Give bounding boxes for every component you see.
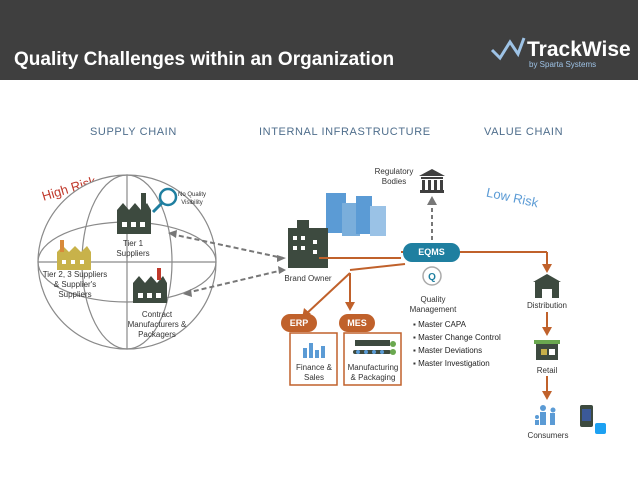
supply-chain-heading: SUPPLY CHAIN xyxy=(90,126,177,138)
quality-list: Master CAPA Master Change Control Master… xyxy=(413,318,501,370)
list-item: Master Investigation xyxy=(413,357,501,370)
eqms-label: EQMS xyxy=(418,247,445,257)
eqms-pill xyxy=(403,243,460,262)
tier2-label: Tier 2, 3 Suppliers & Supplier's Supplie… xyxy=(42,270,108,299)
globe-icon xyxy=(37,174,217,350)
no-quality-label: No Quality Visibility xyxy=(177,192,206,206)
quality-q-icon: Q xyxy=(422,266,442,286)
finance-chart-icon xyxy=(303,343,325,358)
page-title: Quality Challenges within an Organizatio… xyxy=(14,49,395,70)
consumers-family-icon xyxy=(535,405,556,425)
retail-label: Retail xyxy=(536,366,558,375)
retail-store-icon xyxy=(534,340,560,360)
svg-text:Q: Q xyxy=(428,272,436,283)
magnifier-icon xyxy=(151,187,178,214)
contract-factory-icon xyxy=(133,268,167,303)
supply-arrows xyxy=(170,233,284,294)
consumers-label: Consumers xyxy=(527,431,569,440)
brand-owner-buildings-icon xyxy=(288,193,386,268)
regulatory-building-icon xyxy=(419,169,445,193)
tier1-label: Tier 1 Suppliers xyxy=(116,239,150,258)
header-bar: Quality Challenges within an Organizatio… xyxy=(0,0,638,80)
tier2-factory-icon xyxy=(57,240,91,270)
conveyor-icon xyxy=(353,340,396,355)
internal-heading: INTERNAL INFRASTRUCTURE xyxy=(259,126,431,138)
twitter-icon xyxy=(595,423,606,434)
quality-management-label: Quality Management xyxy=(409,295,457,314)
list-item: Master CAPA xyxy=(413,318,501,331)
smartphone-icon xyxy=(580,405,593,427)
erp-label: ERP xyxy=(289,318,309,328)
finance-box xyxy=(289,332,338,386)
logo-name: TrackWise xyxy=(527,38,631,61)
distribution-label: Distribution xyxy=(526,301,567,310)
mes-pill xyxy=(339,314,375,332)
value-chain-heading: VALUE CHAIN xyxy=(484,126,564,138)
tier1-factory-icon xyxy=(117,193,151,234)
list-item: Master Change Control xyxy=(413,331,501,344)
trackwise-logo-icon xyxy=(490,37,526,61)
contract-label: Contract Manufacturers & Packagers xyxy=(127,310,187,339)
brand-owner-label: Brand Owner xyxy=(284,274,332,283)
finance-label: Finance & Sales xyxy=(295,363,333,382)
regulatory-label: Regulatory Bodies xyxy=(374,167,414,186)
distribution-warehouse-icon xyxy=(533,274,561,298)
manufacturing-label: Manufacturing & Packaging xyxy=(347,363,399,382)
erp-pill xyxy=(281,314,317,332)
logo-sub: by Sparta Systems xyxy=(529,60,597,69)
list-item: Master Deviations xyxy=(413,344,501,357)
mes-label: MES xyxy=(347,318,367,328)
